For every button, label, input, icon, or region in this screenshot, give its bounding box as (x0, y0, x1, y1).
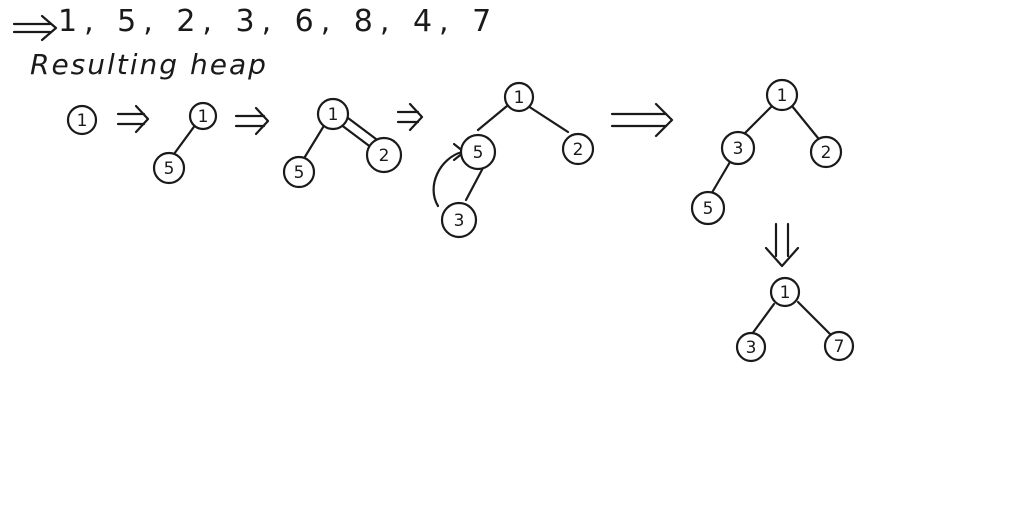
tree-edge (742, 104, 774, 136)
heap-step-3: 1 5 2 (282, 97, 403, 189)
heap-step-1: 1 (66, 104, 98, 136)
input-sequence: 1, 5, 2, 3, 6, 8, 4, 7 (58, 4, 499, 39)
svg-text:1: 1 (514, 88, 525, 108)
sequence-arrow-icon (12, 14, 58, 42)
step-arrow-icon (610, 102, 674, 138)
heap-node: 5 (690, 190, 726, 226)
svg-text:3: 3 (746, 338, 757, 358)
svg-text:5: 5 (703, 199, 714, 219)
heap-node: 3 (440, 201, 478, 239)
step-arrow-icon (396, 102, 424, 132)
swap-arrow (432, 150, 464, 208)
heap-node: 2 (561, 132, 595, 166)
svg-text:1: 1 (780, 283, 791, 303)
heap-step-6: 1 3 7 (735, 276, 855, 363)
tree-edge (750, 302, 776, 336)
heap-node: 5 (282, 155, 316, 189)
swap-mark (346, 116, 382, 144)
svg-text:2: 2 (573, 140, 584, 160)
tree-edge (790, 104, 820, 140)
tree-edge (708, 160, 732, 198)
heap-node: 1 (188, 101, 218, 131)
heap-step-2: 1 5 (152, 101, 218, 185)
svg-text:3: 3 (733, 139, 744, 159)
heap-node: 1 (66, 104, 98, 136)
heap-node: 1 (769, 276, 801, 308)
tree-edge (338, 122, 374, 150)
svg-text:3: 3 (454, 211, 465, 231)
heap-node: 5 (152, 151, 186, 185)
heap-step-4: 1 5 2 3 (432, 81, 595, 239)
heap-node: 1 (765, 78, 799, 112)
down-arrow-icon (764, 222, 800, 268)
heap-node: 7 (823, 330, 855, 362)
step-arrow-icon (234, 106, 270, 136)
tree-edge (464, 164, 486, 202)
heap-caption: Resulting heap (30, 48, 268, 81)
heap-node: 1 (316, 97, 350, 131)
svg-text:2: 2 (379, 146, 390, 166)
heap-node: 1 (503, 81, 535, 113)
svg-text:1: 1 (777, 86, 788, 106)
svg-text:5: 5 (473, 143, 484, 163)
svg-text:1: 1 (198, 107, 209, 127)
heap-node: 2 (809, 135, 843, 169)
heap-node: 2 (365, 136, 403, 174)
heap-step-5: 1 3 2 5 (690, 78, 843, 226)
tree-edge (796, 300, 832, 336)
heap-node: 3 (720, 130, 756, 166)
heap-node: 5 (459, 133, 497, 171)
svg-text:2: 2 (821, 143, 832, 163)
heap-node: 3 (735, 331, 767, 363)
tree-edge (526, 104, 570, 134)
tree-edge (301, 122, 327, 162)
svg-text:1: 1 (77, 111, 88, 131)
tree-edge (476, 104, 509, 132)
svg-text:1: 1 (328, 105, 339, 125)
svg-text:5: 5 (164, 159, 175, 179)
tree-edge (172, 122, 198, 156)
step-arrow-icon (116, 104, 150, 134)
svg-text:7: 7 (834, 337, 845, 357)
svg-text:5: 5 (294, 163, 305, 183)
